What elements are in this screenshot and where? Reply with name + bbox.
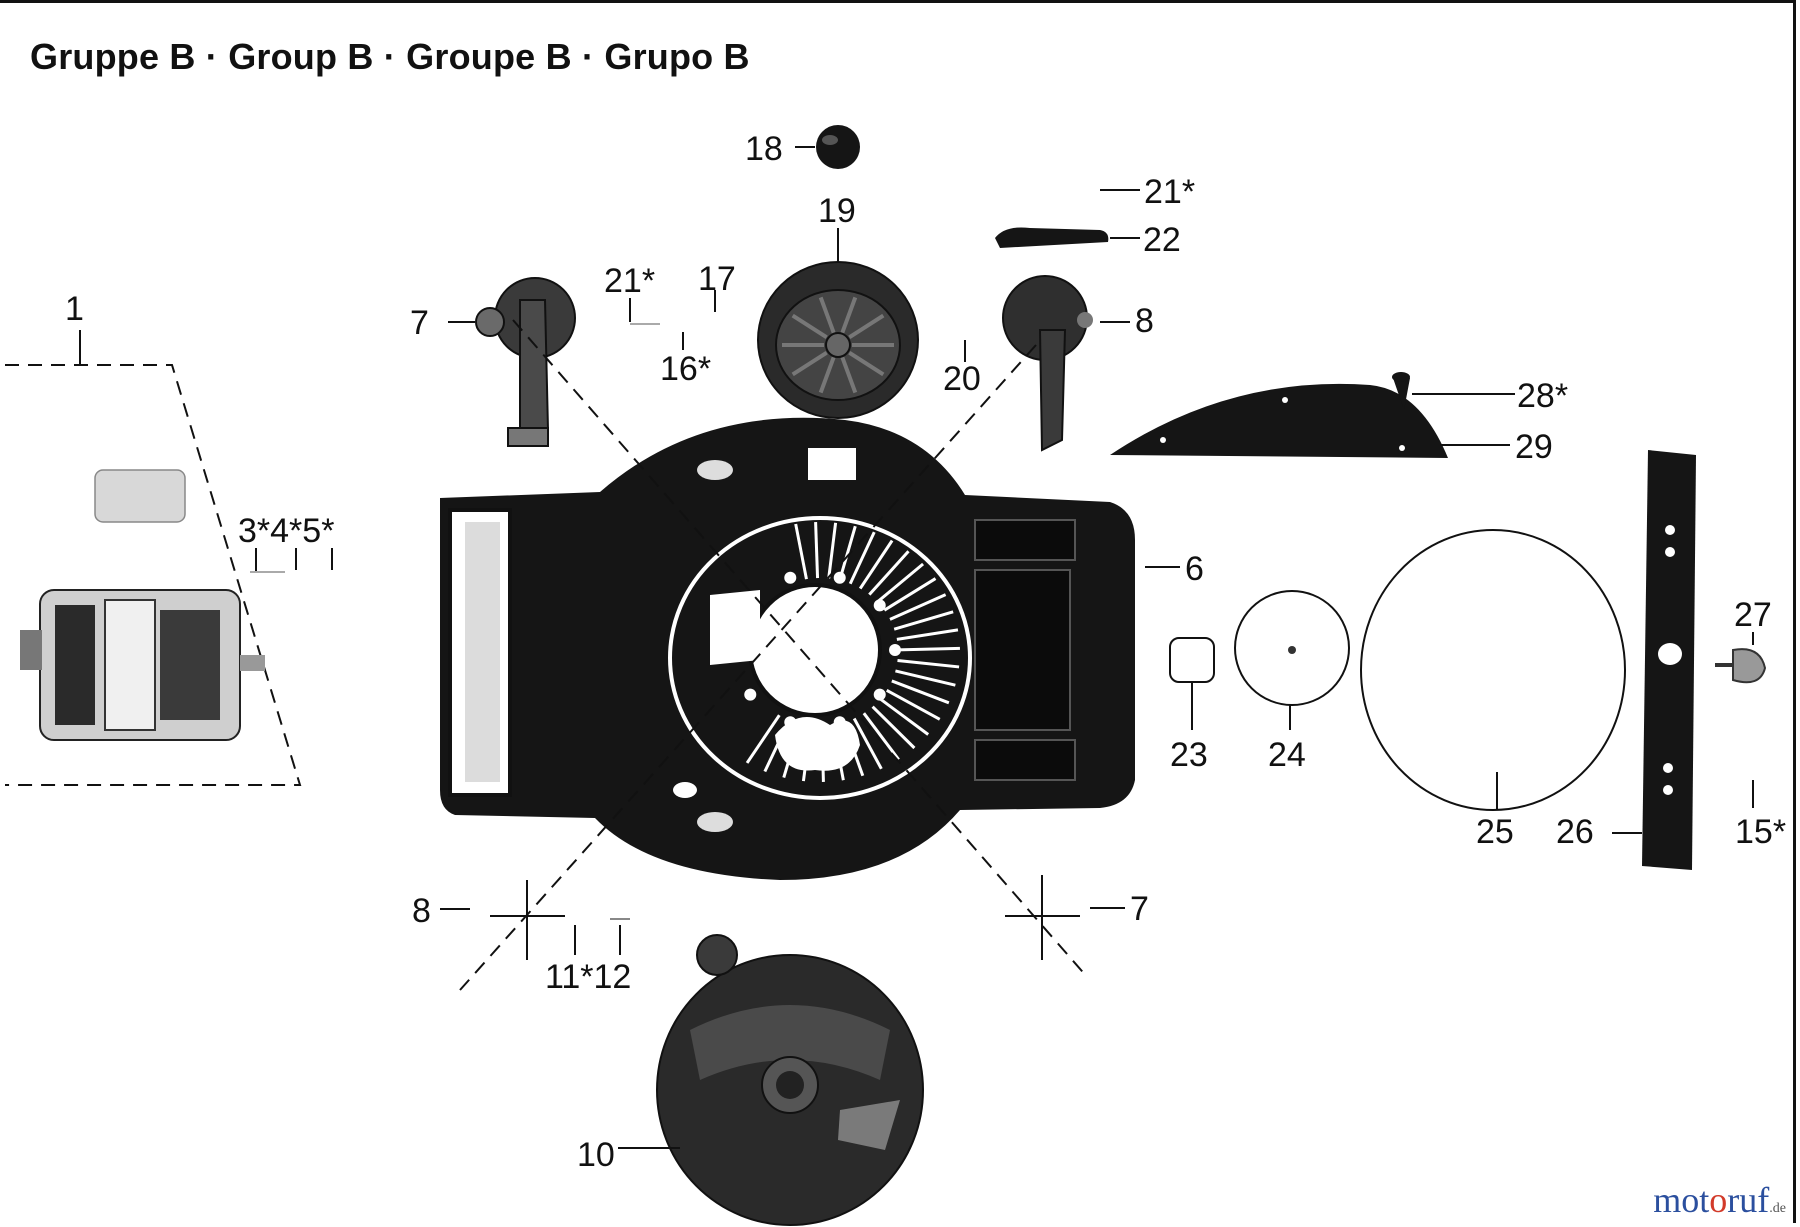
label-20: 20: [943, 360, 981, 398]
housing-rib: [871, 705, 916, 750]
label-7-bottom: 7: [1130, 890, 1149, 928]
wheel-spoke: [848, 313, 885, 340]
housing-rib: [889, 593, 947, 621]
label-3-4-5: 3*4*5*: [238, 512, 334, 550]
label-7-top: 7: [410, 304, 429, 342]
label-23: 23: [1170, 736, 1208, 774]
knob: [795, 125, 860, 169]
part-3-4-5-small-parts: [250, 548, 333, 573]
label-22: 22: [1143, 221, 1181, 259]
label-27: 27: [1734, 596, 1772, 634]
housing-rib: [862, 712, 900, 761]
housing-rib: [745, 714, 781, 764]
bolt-hole: [889, 644, 901, 656]
blade: [1612, 450, 1696, 870]
label-19: 19: [818, 192, 856, 230]
motor-assembly: [5, 330, 302, 786]
axle-holder-left: [448, 277, 576, 447]
wheel-spoke: [791, 350, 828, 377]
housing-rib: [879, 697, 930, 736]
wheel-spoke: [818, 296, 836, 334]
mower-housing: [440, 417, 1180, 880]
wheel-spoke: [840, 296, 858, 334]
label-16: 16*: [660, 350, 711, 388]
label-8-bottom: 8: [412, 892, 431, 930]
housing-rib: [794, 523, 808, 580]
label-21-left: 21*: [604, 262, 655, 300]
housing-rib: [827, 522, 838, 579]
bolt-hole: [833, 571, 846, 584]
housing-rib: [852, 717, 883, 770]
label-25: 25: [1476, 813, 1514, 851]
housing-rib: [814, 522, 820, 579]
bolt-hole: [873, 688, 886, 701]
wheel-spoke: [791, 313, 828, 340]
housing-rib: [868, 550, 910, 596]
wheel: [757, 228, 919, 419]
housing-rib: [895, 669, 956, 687]
label-11-12: 11*12: [545, 958, 631, 996]
housing-rib: [897, 646, 960, 652]
housing-rib: [891, 679, 950, 705]
watermark-logo: motoruf.de: [1653, 1180, 1786, 1220]
label-1: 1: [65, 290, 84, 328]
deflector: [618, 934, 924, 1226]
housing-rib: [897, 659, 960, 669]
bolt-hole: [873, 599, 886, 612]
disc-large: [1360, 529, 1626, 811]
housing-rib: [848, 531, 876, 585]
blade-bolt: [1715, 632, 1767, 808]
wheel-spoke: [818, 356, 836, 394]
crosshair-left: [440, 880, 565, 960]
disc-small: [1234, 590, 1350, 730]
label-29: 29: [1515, 428, 1553, 466]
spacer: [1169, 637, 1215, 730]
bolt-hole: [744, 688, 757, 701]
label-24: 24: [1268, 736, 1306, 774]
diagram-title: Gruppe B · Group B · Groupe B · Grupo B: [30, 36, 750, 77]
label-10: 10: [577, 1136, 615, 1174]
label-6: 6: [1185, 550, 1204, 588]
housing-rib: [838, 525, 857, 581]
label-17: 17: [698, 260, 736, 298]
housing-rib: [883, 577, 937, 612]
housing-rib: [858, 539, 894, 590]
housing-rib: [876, 562, 925, 604]
label-26: 26: [1556, 813, 1594, 851]
housing-rib: [893, 610, 954, 631]
label-18: 18: [745, 130, 783, 168]
clip-part-22: [995, 227, 1140, 248]
label-15: 15*: [1735, 813, 1786, 851]
label-28: 28*: [1517, 377, 1568, 415]
housing-rib: [885, 689, 941, 721]
bolt-hole: [784, 571, 797, 584]
wheel-spoke: [840, 356, 858, 394]
cover-plate: [1110, 372, 1515, 458]
label-8-top: 8: [1135, 302, 1154, 340]
wheel-spoke: [848, 350, 885, 377]
housing-rib: [896, 628, 959, 641]
axle-holder-right: [1002, 275, 1130, 452]
label-21-right: 21*: [1144, 173, 1195, 211]
crosshair-right: [1005, 875, 1125, 960]
